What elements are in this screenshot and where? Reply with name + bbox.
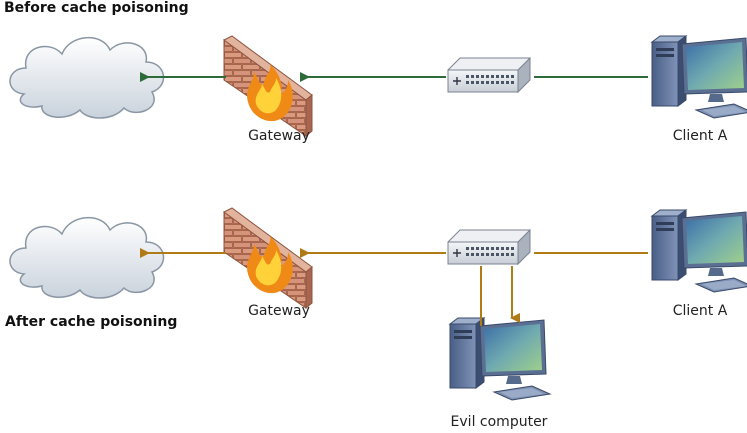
gateway-label: Gateway xyxy=(248,128,310,144)
cloud-icon xyxy=(9,36,165,119)
gateway-label: Gateway xyxy=(248,303,310,319)
heading-before: Before cache poisoning xyxy=(4,0,189,16)
firewall-icon xyxy=(223,207,313,309)
client-label: Client A xyxy=(672,303,728,319)
computer-icon xyxy=(449,317,551,401)
client-label: Client A xyxy=(672,128,728,144)
computer-icon xyxy=(651,209,747,293)
computer-icon xyxy=(651,35,747,119)
evil-computer-label: Evil computer xyxy=(450,414,548,430)
cloud-icon xyxy=(9,216,165,299)
firewall-icon xyxy=(223,35,313,137)
switch-icon xyxy=(447,229,531,265)
heading-after: After cache poisoning xyxy=(5,314,178,330)
switch-icon xyxy=(447,57,531,93)
